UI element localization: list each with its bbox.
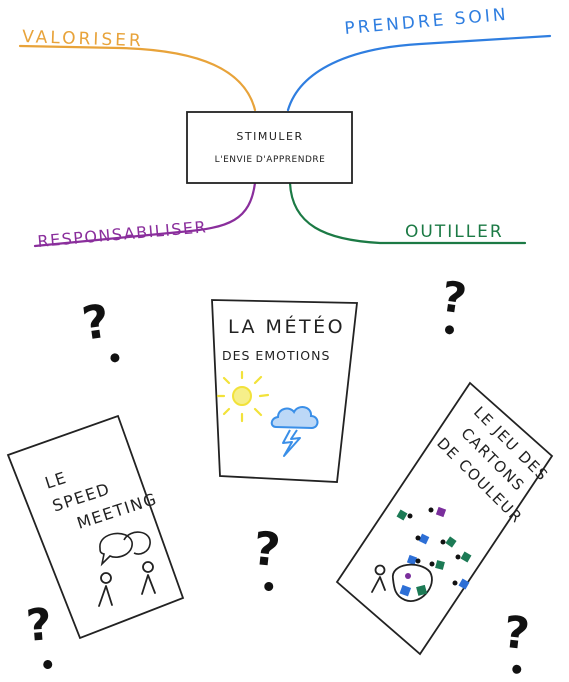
svg-text:?: ? [439,272,470,324]
speech-bubbles-icon [99,531,151,567]
branch-label-prendre-soin: PRENDRE SOIN [344,5,510,39]
branch-label-responsabiliser: RESPONSABILISER [37,217,208,251]
center-title-line1: STIMULER [236,130,303,143]
svg-text:?: ? [501,607,532,660]
card-meteo-line1: LA MÉTÉO [228,315,345,338]
card-meteo: LA MÉTÉO DES EMOTIONS [211,299,359,483]
card-speed-meeting: LE SPEED MEETING [6,414,185,640]
center-box [186,111,353,184]
sun-icon [216,370,270,423]
branch-line-outiller [288,181,527,245]
svg-text:?: ? [79,294,113,351]
question-mark-3: ? [251,521,283,592]
svg-text:?: ? [251,521,283,577]
colored-cards-icon [396,506,472,590]
card-meteo-line2: DES EMOTIONS [222,348,330,363]
svg-text:?: ? [24,599,53,652]
people-icon [98,561,156,607]
branch-line-prendre-soin [286,34,552,112]
question-mark-1: ? [79,294,120,363]
center-title-line2: L'ENVIE D'APPRENDRE [215,155,326,165]
branch-label-outiller: OUTILLER [405,222,504,242]
question-mark-4: ? [24,599,54,670]
card-cartons: LE JEU DES CARTONS DE COULEUR [335,381,554,656]
question-mark-2: ? [439,272,470,335]
branch-line-valoriser [18,44,257,112]
person-with-bubble-icon [371,563,433,602]
question-mark-5: ? [501,607,532,674]
branch-line-responsabiliser [33,181,257,248]
branch-label-valoriser: VALORISER [22,27,144,51]
storm-cloud-icon [270,406,319,457]
